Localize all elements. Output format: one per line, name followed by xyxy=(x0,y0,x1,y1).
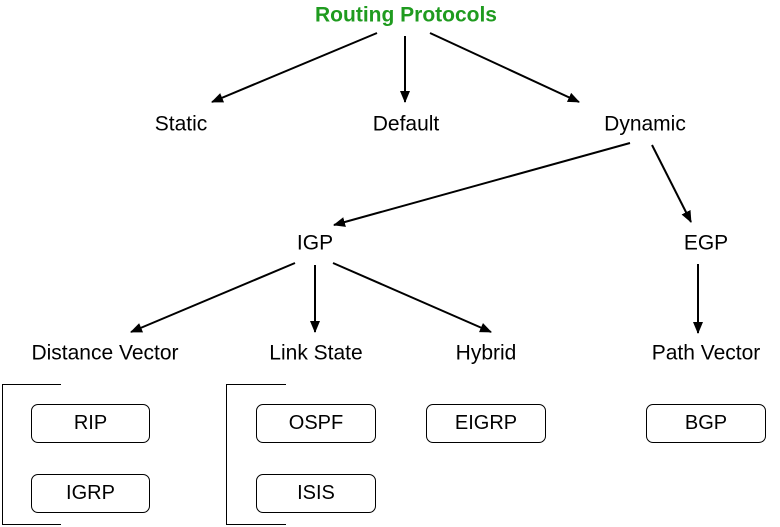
arrow-dynamic-to-igp xyxy=(333,142,631,227)
arrow-igp-to-hybrid xyxy=(332,262,492,333)
protocol-igrp-box: IGRP xyxy=(31,474,150,513)
node-path-vector: Path Vector xyxy=(651,341,761,365)
protocol-bgp-box: BGP xyxy=(646,404,766,443)
distance-vector-group-bracket xyxy=(2,384,61,525)
node-static: Static xyxy=(154,112,208,136)
node-default: Default xyxy=(372,112,440,136)
arrow-dynamic-to-egp xyxy=(651,144,692,223)
protocol-rip-box: RIP xyxy=(31,404,150,443)
node-distance-vector: Distance Vector xyxy=(31,341,179,365)
link-state-group-bracket xyxy=(226,384,286,525)
node-hybrid: Hybrid xyxy=(455,341,517,365)
node-dynamic: Dynamic xyxy=(604,112,686,136)
protocol-ospf-box: OSPF xyxy=(256,404,376,443)
arrow-igp-to-distance-vector xyxy=(130,262,296,333)
protocol-isis-box: ISIS xyxy=(256,474,376,513)
node-egp: EGP xyxy=(683,231,729,255)
node-igp: IGP xyxy=(296,231,334,255)
diagram-title: Routing Protocols xyxy=(315,3,497,27)
arrow-routing-to-dynamic xyxy=(429,32,580,103)
node-link-state: Link State xyxy=(269,341,363,365)
arrow-routing-to-static xyxy=(211,32,378,103)
protocol-eigrp-box: EIGRP xyxy=(426,404,546,443)
